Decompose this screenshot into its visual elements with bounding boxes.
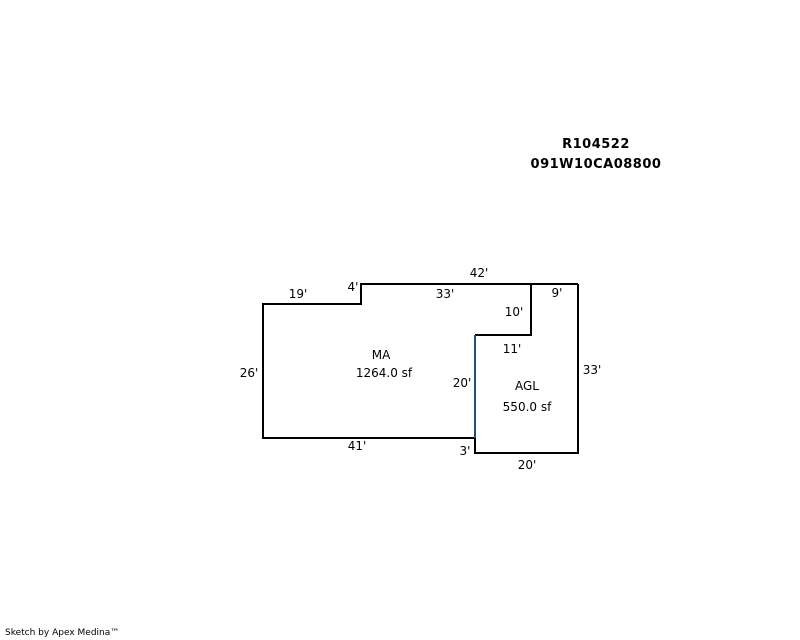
ma-label: MA <box>372 348 391 362</box>
ma-area: 1264.0 sf <box>356 366 413 380</box>
map-number: 091W10CA08800 <box>530 157 662 172</box>
dim-agl-bottom: 20' <box>518 458 537 472</box>
agl-label: AGL <box>515 379 539 393</box>
agl-area: 550.0 sf <box>503 400 552 414</box>
sketch-credit: Sketch by Apex Medina™ <box>5 628 120 638</box>
dim-ma-left: 26' <box>240 366 259 380</box>
dim-ma-top: 33' <box>436 287 455 301</box>
dim-agl-right: 33' <box>583 363 602 377</box>
dim-agl-notch-horizontal: 11' <box>503 342 522 356</box>
parcel-id: R104522 <box>562 137 630 152</box>
ma-outline <box>262 283 578 439</box>
agl-outline-outer <box>474 284 579 454</box>
dim-ma-bottom: 41' <box>348 439 367 453</box>
dim-agl-notch-vertical: 10' <box>505 305 524 319</box>
agl-outline <box>475 284 532 336</box>
dim-ma-top-left: 19' <box>289 287 308 301</box>
dim-overall-top: 42' <box>470 266 489 280</box>
dim-agl-top: 9' <box>552 286 563 300</box>
dim-ma-step: 4' <box>348 280 359 294</box>
dim-shared-wall: 20' <box>453 376 472 390</box>
dim-agl-step: 3' <box>460 444 471 458</box>
